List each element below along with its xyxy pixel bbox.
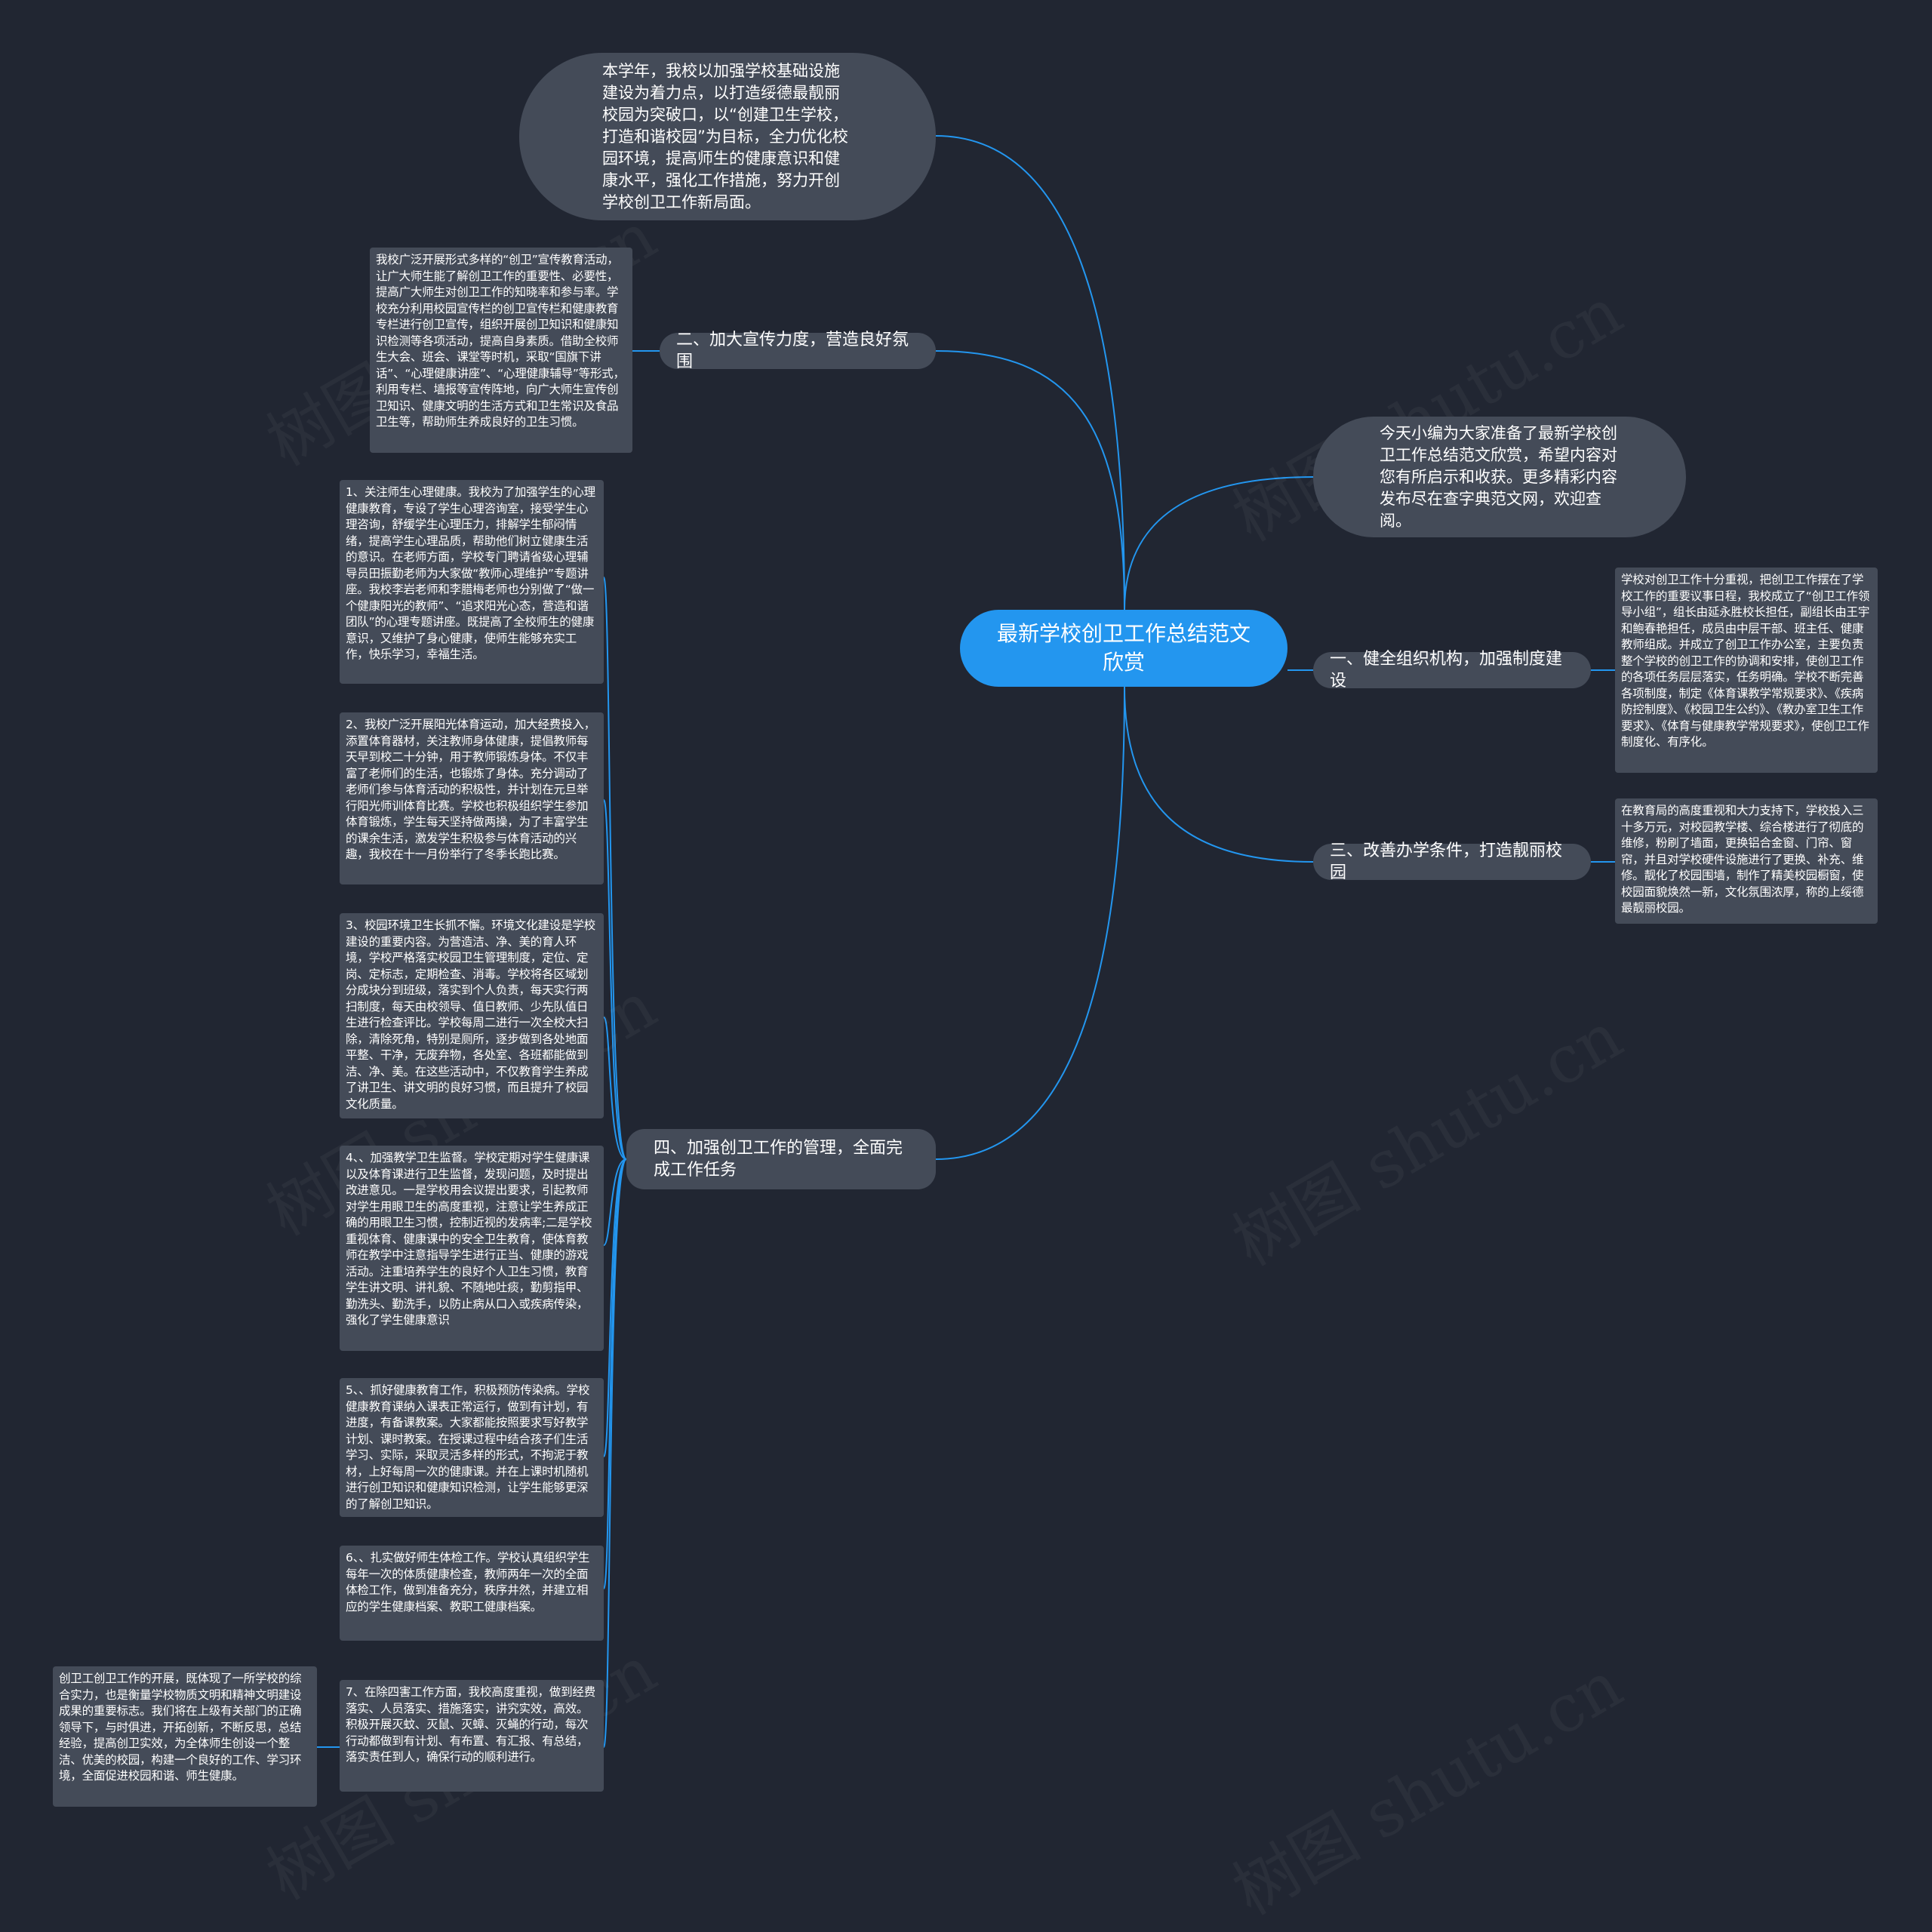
branch-4-item-1[interactable]: 1、关注师生心理健康。我校为了加强学生的心理健康教育，专设了学生心理咨询室，接受…	[340, 480, 604, 684]
branch-4[interactable]: 四、加强创卫工作的管理，全面完成工作任务	[626, 1129, 936, 1189]
branch-4-item-5-text: 5、、抓好健康教育工作，积极预防传染病。学校健康教育课纳入课表正常运行，做到有计…	[346, 1383, 590, 1511]
branch-4-item-6-text: 6、、扎实做好师生体检工作。学校认真组织学生每年一次的体质健康检查，教师两年一次…	[346, 1551, 590, 1614]
branch-4-item-6[interactable]: 6、、扎实做好师生体检工作。学校认真组织学生每年一次的体质健康检查，教师两年一次…	[340, 1546, 604, 1641]
branch-4-label: 四、加强创卫工作的管理，全面完成工作任务	[654, 1139, 903, 1180]
branch-2-detail-text: 我校广泛开展形式多样的“创卫”宣传教育活动，让广大师生能了解创卫工作的重要性、必…	[376, 253, 625, 429]
edge-item-5	[603, 1158, 627, 1457]
branch-3-label: 三、改善办学条件，打造靓丽校园	[1330, 841, 1563, 882]
intro-top-text: 本学年，我校以加强学校基础设施建设为着力点，以打造绥德最靓丽校园为突破口，以“创…	[602, 61, 848, 211]
branch-4-item-7-sub-text: 创卫工创卫工作的开展，既体现了一所学校的综合实力，也是衡量学校物质文明和精神文明…	[59, 1672, 302, 1783]
branch-4-item-1-text: 1、关注师生心理健康。我校为了加强学生的心理健康教育，专设了学生心理咨询室，接受…	[346, 485, 595, 661]
intro-right-bubble[interactable]: 今天小编为大家准备了最新学校创卫工作总结范文欣赏，希望内容对您有所启示和收获。更…	[1313, 417, 1686, 537]
branch-1-detail-text: 学校对创卫工作十分重视，把创卫工作摆在了学校工作的重要议事日程，我校成立了“创卫…	[1621, 573, 1870, 749]
edge-item-3	[603, 1017, 627, 1160]
branch-2[interactable]: 二、加大宣传力度，营造良好氛围	[660, 331, 936, 371]
branch-4-item-7-sub[interactable]: 创卫工创卫工作的开展，既体现了一所学校的综合实力，也是衡量学校物质文明和精神文明…	[53, 1666, 317, 1807]
branch-4-item-2[interactable]: 2、我校广泛开展阳光体育运动，加大经费投入，添置体育器材，关注教师身体健康，提倡…	[340, 712, 604, 884]
edge-item-6	[603, 1158, 627, 1589]
edge-item-1	[603, 577, 627, 1160]
branch-4-item-3-text: 3、校园环境卫生长抓不懈。环境文化建设是学校建设的重要内容。为营造洁、净、美的育…	[346, 918, 595, 1111]
central-topic-text: 最新学校创卫工作总结范文欣赏	[996, 621, 1251, 675]
edge-center-b3	[1124, 686, 1314, 863]
branch-4-item-4-text: 4、、加强教学卫生监督。学校定期对学生健康课以及体育课进行卫生监督，发现问题，及…	[346, 1151, 592, 1327]
edge-item-7	[603, 1158, 627, 1748]
branch-1-detail[interactable]: 学校对创卫工作十分重视，把创卫工作摆在了学校工作的重要议事日程，我校成立了“创卫…	[1615, 568, 1878, 773]
branch-2-label: 二、加大宣传力度，营造良好氛围	[676, 331, 909, 371]
branch-4-item-7-text: 7、在除四害工作方面，我校高度重视，做到经费落实、人员落实、措施落实，讲究实效，…	[346, 1685, 595, 1764]
edge-item-2	[603, 799, 627, 1160]
edge-center-intro-right	[1124, 476, 1314, 611]
edge-center-intro-top	[935, 135, 1125, 611]
central-topic[interactable]: 最新学校创卫工作总结范文欣赏	[960, 610, 1287, 687]
branch-4-item-5[interactable]: 5、、抓好健康教育工作，积极预防传染病。学校健康教育课纳入课表正常运行，做到有计…	[340, 1378, 604, 1517]
connector-lines	[317, 135, 1615, 1748]
branch-4-item-2-text: 2、我校广泛开展阳光体育运动，加大经费投入，添置体育器材，关注教师身体健康，提倡…	[346, 718, 595, 861]
branch-1-label: 一、健全组织机构，加强制度建设	[1330, 650, 1563, 691]
branch-2-detail[interactable]: 我校广泛开展形式多样的“创卫”宣传教育活动，让广大师生能了解创卫工作的重要性、必…	[370, 248, 632, 453]
intro-top-bubble[interactable]: 本学年，我校以加强学校基础设施建设为着力点，以打造绥德最靓丽校园为突破口，以“创…	[519, 53, 936, 220]
branch-3-detail-text: 在教育局的高度重视和大力支持下，学校投入三十多万元，对校园教学楼、综合楼进行了彻…	[1621, 804, 1864, 915]
branch-4-item-3[interactable]: 3、校园环境卫生长抓不懈。环境文化建设是学校建设的重要内容。为营造洁、净、美的育…	[340, 913, 604, 1118]
branch-1[interactable]: 一、健全组织机构，加强制度建设	[1313, 650, 1591, 691]
edge-item-4	[603, 1158, 627, 1246]
intro-right-text: 今天小编为大家准备了最新学校创卫工作总结范文欣赏，希望内容对您有所启示和收获。更…	[1380, 423, 1617, 530]
edge-center-b2	[935, 350, 1125, 611]
branch-4-item-4[interactable]: 4、、加强教学卫生监督。学校定期对学生健康课以及体育课进行卫生监督，发现问题，及…	[340, 1146, 604, 1351]
branch-4-item-7[interactable]: 7、在除四害工作方面，我校高度重视，做到经费落实、人员落实、措施落实，讲究实效，…	[340, 1680, 604, 1792]
edge-center-b4	[935, 686, 1125, 1160]
branch-3-detail[interactable]: 在教育局的高度重视和大力支持下，学校投入三十多万元，对校园教学楼、综合楼进行了彻…	[1615, 798, 1878, 924]
branch-3[interactable]: 三、改善办学条件，打造靓丽校园	[1313, 841, 1591, 882]
